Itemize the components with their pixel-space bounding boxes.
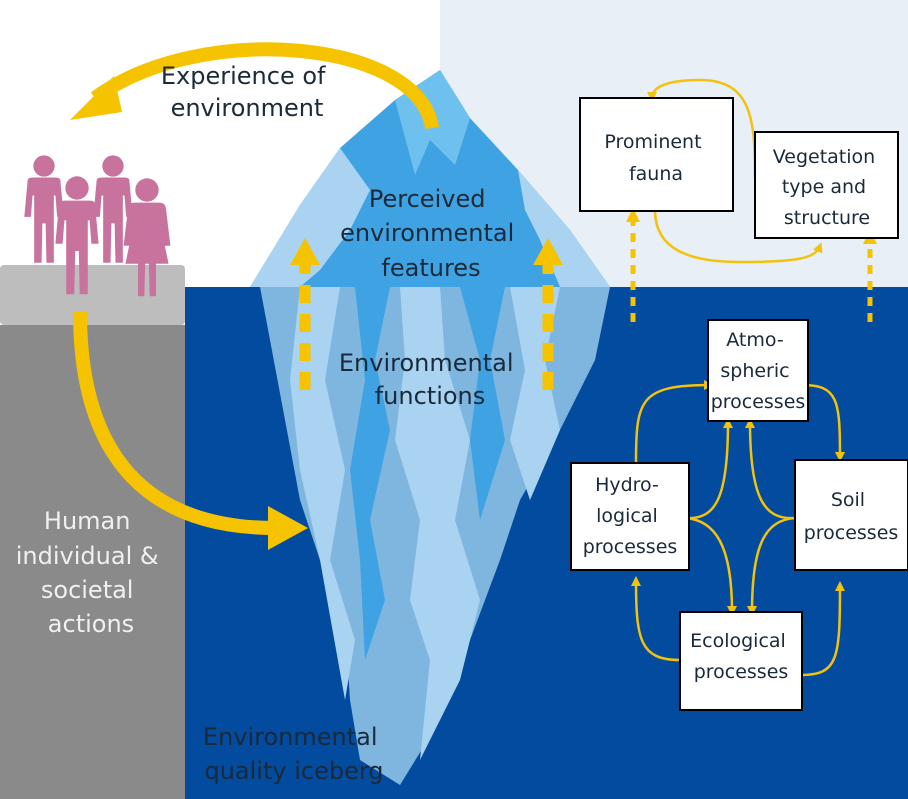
box-soil-line-2: processes [804,522,899,544]
box-ecological: Ecological processes [679,611,803,711]
box-vegetation-line-2: type and [782,176,866,198]
box-atmospheric: Atmo- spheric processes [707,319,809,422]
box-soil-line-1: Soil [831,489,865,511]
box-hydrological-line-3: processes [583,536,678,558]
box-fauna-line-1: Prominent [604,131,701,153]
human-actions-label: Human individual & societal actions [16,507,166,638]
perceived-line-3: features [381,254,480,282]
perceived-line-1: Perceived [369,185,486,213]
perceived-label: Perceived environmental features [340,185,522,282]
human-line-2: individual & [16,542,159,570]
iceberg-line-2: quality iceberg [204,757,383,785]
svg-text:Atmo- spheric proc: Atmo- spheric processes [711,329,806,413]
human-line-3: societal [41,576,134,604]
box-hydrological: Hydro- logical processes [570,462,690,571]
process-connectors [631,78,845,677]
human-line-1: Human [44,507,131,535]
box-ecological-line-2: processes [694,661,789,683]
box-ecological-line-1: Ecological [690,630,786,652]
box-soil: Soil processes [794,459,908,571]
svg-text:Prominent fauna: Prominent fauna [604,131,707,185]
experience-arrow [70,42,439,130]
iceberg-arrows [290,238,563,390]
pillar-top [0,265,185,325]
box-vegetation-line-3: structure [784,207,870,229]
box-hydrological-line-2: logical [596,505,658,527]
action-arrow [73,311,308,550]
iceberg-label: Environmental quality iceberg [203,723,385,785]
box-atmospheric-line-2: spheric [720,360,789,382]
iceberg-line-1: Environmental [203,723,378,751]
functions-line-1: Environmental [339,349,514,377]
box-fauna-line-2: fauna [629,163,683,185]
experience-line-2: environment [171,94,324,122]
svg-text:Vegetation type and: Vegetation type and structure [773,146,882,229]
box-vegetation-line-1: Vegetation [773,146,875,168]
svg-text:Soil processes: Soil processes [804,489,899,544]
box-vegetation: Vegetation type and structure [754,131,899,239]
functions-label: Environmental functions [339,349,521,410]
svg-text:Ecological processes: Ecological processes [690,630,792,683]
experience-label: Experience of environment [161,62,333,122]
box-fauna: Prominent fauna [579,97,734,212]
human-line-4: actions [48,610,134,638]
functions-line-2: functions [375,382,486,410]
box-hydrological-line-1: Hydro- [595,474,659,496]
svg-text:Hydro- logical pro: Hydro- logical processes [583,474,678,558]
box-atmospheric-line-3: processes [711,391,806,413]
box-atmospheric-line-1: Atmo- [726,329,783,351]
perceived-line-2: environmental [340,219,514,247]
experience-line-1: Experience of [161,62,326,90]
